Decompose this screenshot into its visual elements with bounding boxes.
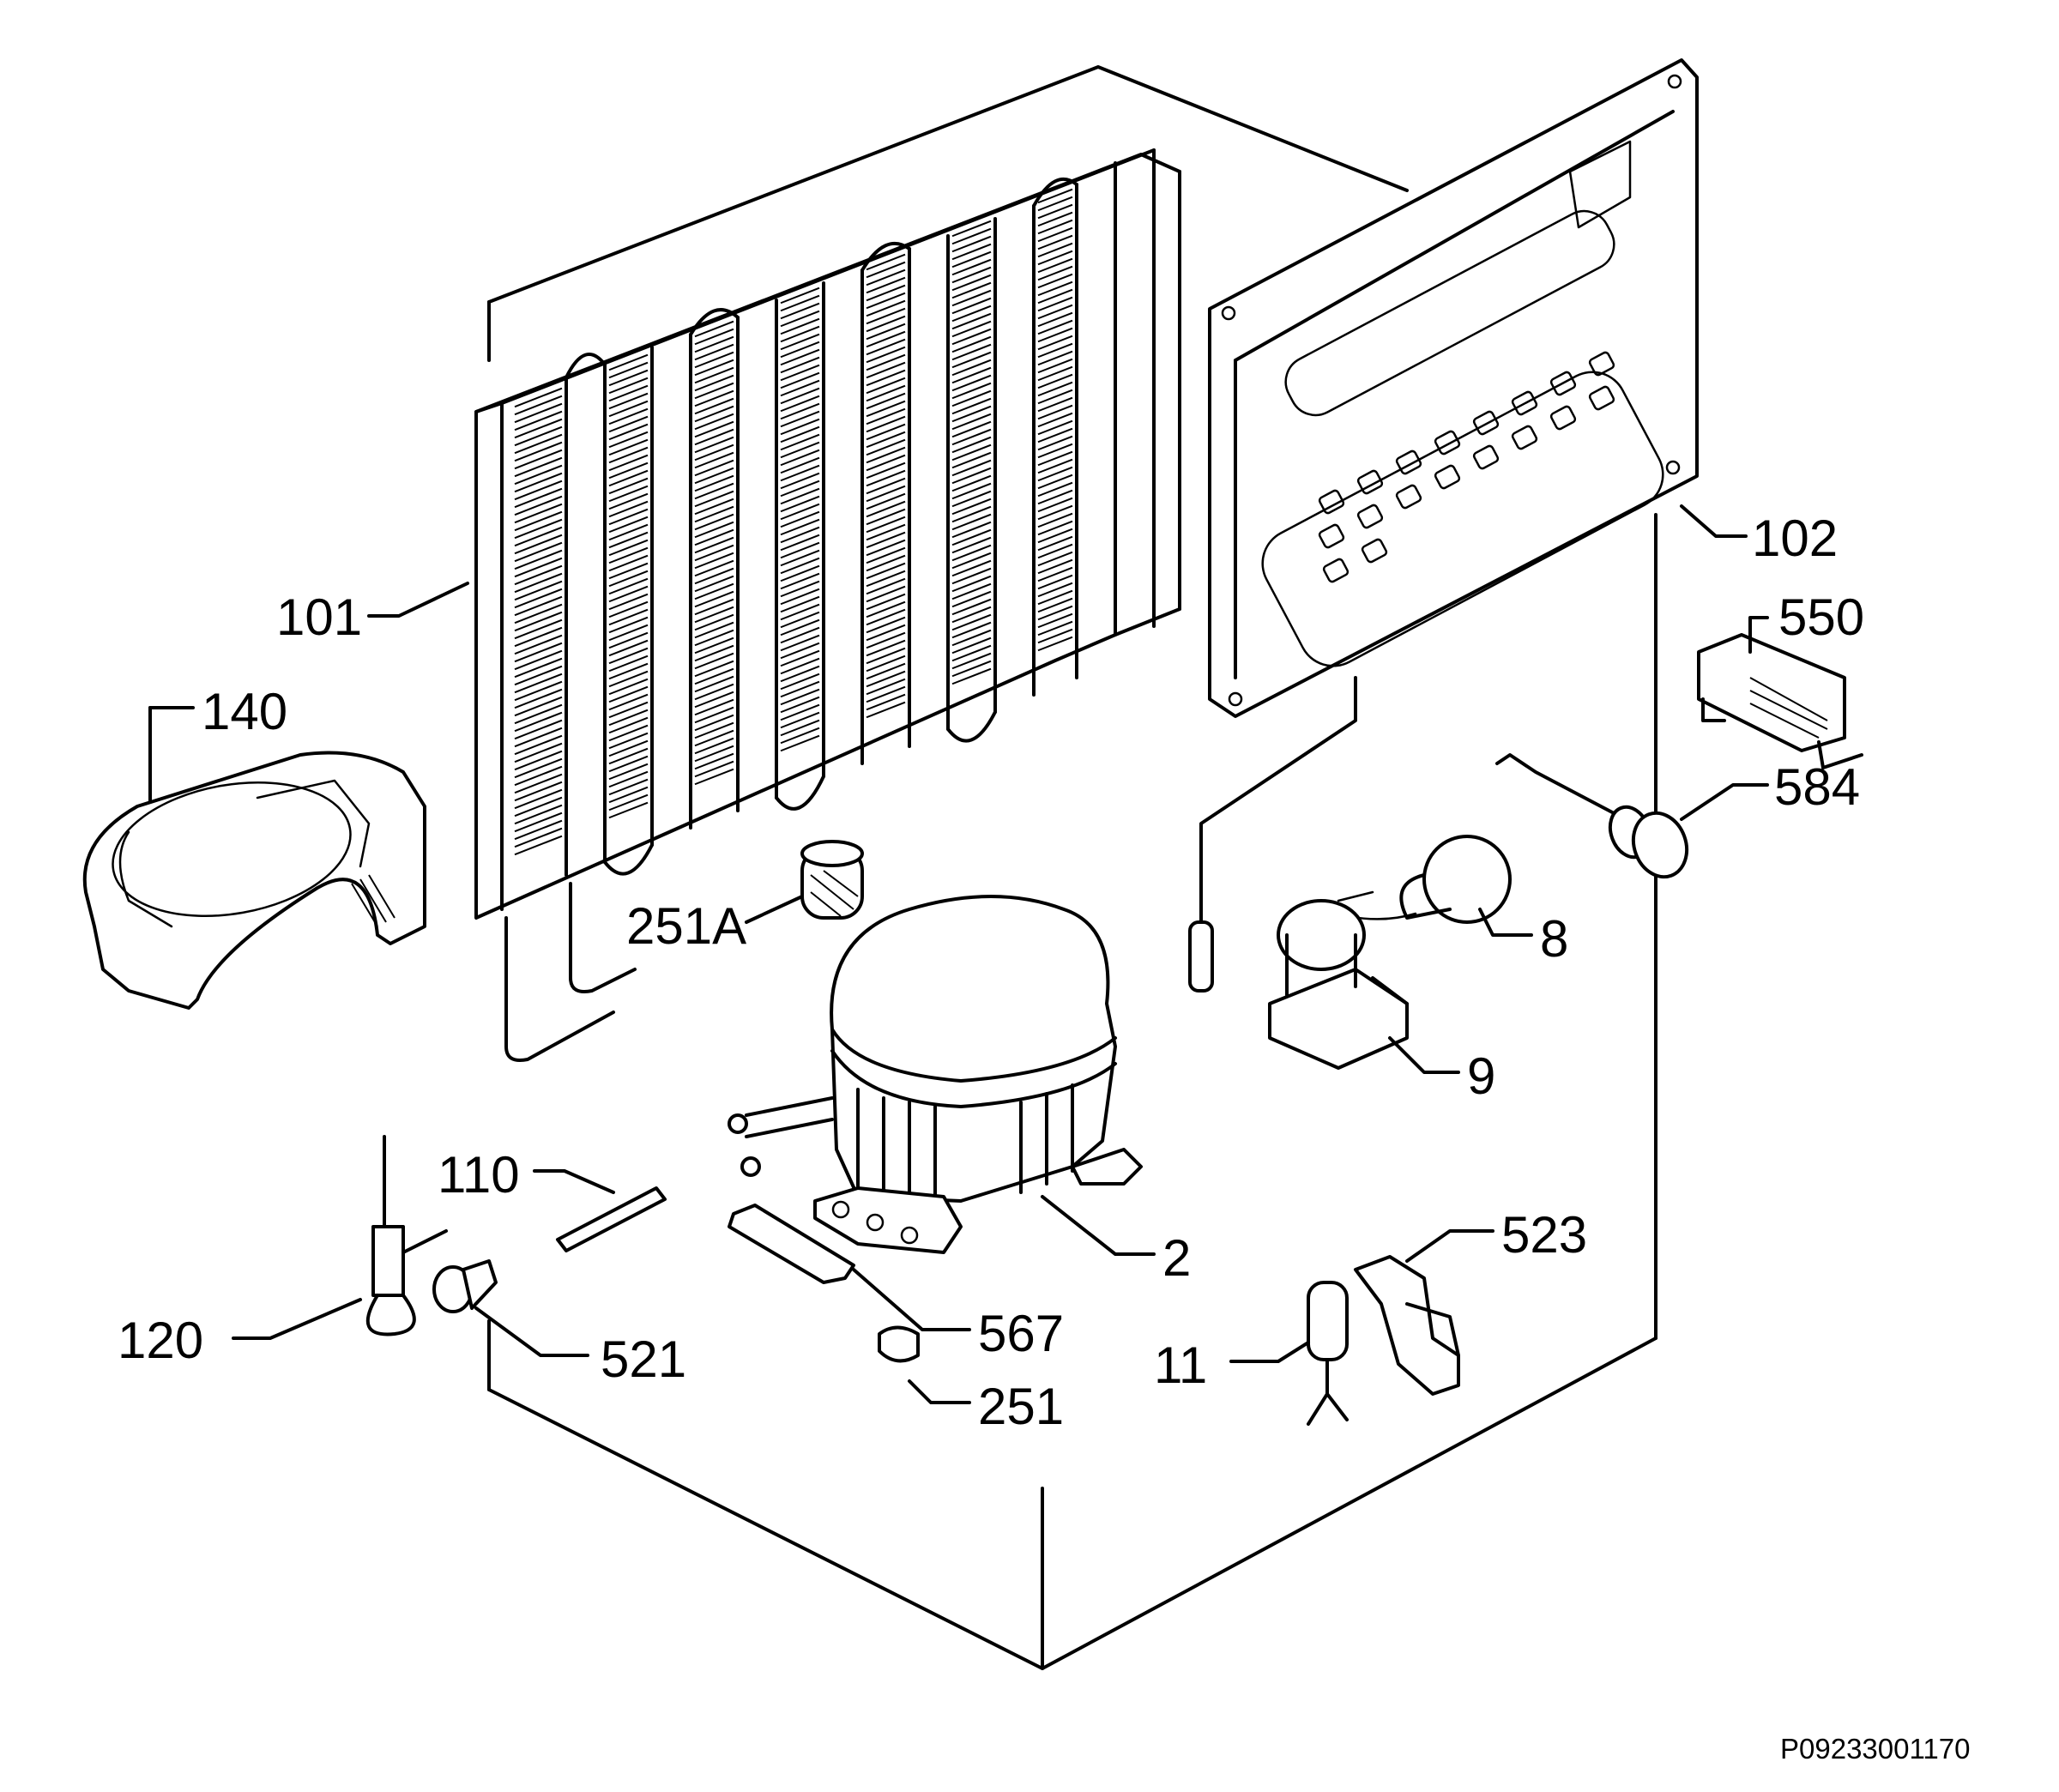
capillary-part-120 bbox=[365, 1135, 448, 1336]
callout-8: 8 bbox=[1540, 910, 1568, 968]
callout-110: 110 bbox=[438, 1146, 520, 1204]
diagram-code: P09233001170 bbox=[1780, 1733, 1970, 1765]
callout-251A: 251A bbox=[626, 897, 746, 955]
leader-lines bbox=[148, 504, 1769, 1404]
callout-11: 11 bbox=[1154, 1336, 1207, 1394]
callout-251: 251 bbox=[978, 1378, 1064, 1435]
callout-140: 140 bbox=[202, 683, 287, 740]
callout-550: 550 bbox=[1778, 588, 1864, 646]
starter-part-9 bbox=[1268, 899, 1409, 1070]
callout-101: 101 bbox=[276, 588, 362, 646]
sensor-part-584 bbox=[1495, 753, 1689, 879]
callout-523: 523 bbox=[1501, 1206, 1587, 1264]
drip-tray-part-140 bbox=[82, 751, 426, 1010]
dryer-tube-part-110 bbox=[556, 1186, 667, 1252]
callout-567: 567 bbox=[978, 1305, 1064, 1362]
bracket-part-550 bbox=[1697, 633, 1863, 769]
cabinet-outline bbox=[487, 65, 1657, 1670]
callout-584: 584 bbox=[1774, 758, 1860, 816]
grommet-part-251 bbox=[878, 1325, 920, 1363]
thermostat-part-11 bbox=[1307, 1281, 1349, 1426]
callout-521: 521 bbox=[601, 1330, 686, 1388]
callout-102: 102 bbox=[1752, 510, 1838, 567]
callout-120: 120 bbox=[118, 1312, 203, 1369]
control-board-part-102 bbox=[1188, 58, 1699, 993]
clip-part-523 bbox=[1354, 1255, 1460, 1396]
callout-2: 2 bbox=[1162, 1229, 1191, 1287]
callout-labels: 101 102 140 550 584 251A 8 9 110 2 523 1… bbox=[118, 510, 1970, 1765]
mounting-plate-part-567 bbox=[728, 1204, 855, 1284]
plug-part-521 bbox=[432, 1259, 498, 1313]
condenser-part-101 bbox=[474, 148, 1181, 1062]
callout-9: 9 bbox=[1467, 1047, 1495, 1105]
compressor-part-2 bbox=[728, 895, 1143, 1254]
grommet-part-251A bbox=[800, 840, 864, 920]
